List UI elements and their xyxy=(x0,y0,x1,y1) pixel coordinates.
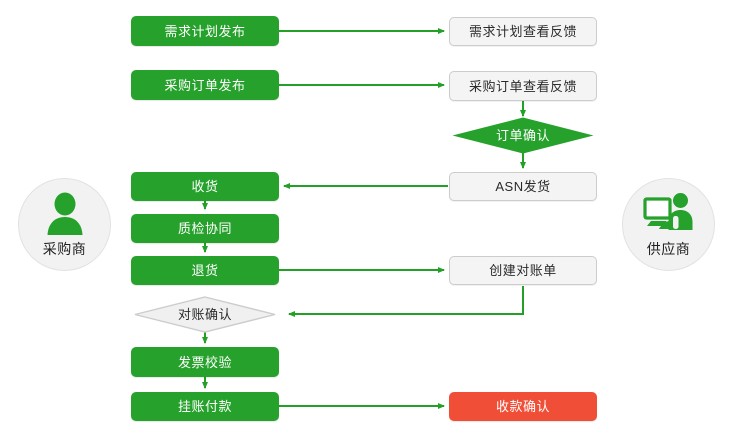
node-reconcile-confirm[interactable]: 对账确认 xyxy=(134,296,276,333)
actor-buyer-label: 采购商 xyxy=(42,241,87,257)
node-quality-collaboration[interactable]: 质检协同 xyxy=(131,214,279,243)
node-order-confirm-label: 订单确认 xyxy=(495,128,550,143)
actor-supplier[interactable]: 供应商 xyxy=(622,178,715,271)
node-payable-payment[interactable]: 挂账付款 xyxy=(131,392,279,421)
person-computer-icon xyxy=(642,193,692,230)
node-return-goods[interactable]: 退货 xyxy=(131,256,279,285)
actor-supplier-label: 供应商 xyxy=(646,241,691,257)
diamond-shape-green xyxy=(452,117,594,154)
node-asn-shipment[interactable]: ASN发货 xyxy=(449,172,597,201)
node-payment-receipt-confirm[interactable]: 收款确认 xyxy=(449,392,597,421)
node-reconcile-confirm-label: 对账确认 xyxy=(177,307,232,322)
node-invoice-verify[interactable]: 发票校验 xyxy=(131,347,279,377)
person-icon xyxy=(47,192,82,235)
node-receive-goods[interactable]: 收货 xyxy=(131,172,279,201)
node-demand-plan-publish[interactable]: 需求计划发布 xyxy=(131,16,279,46)
node-order-confirm[interactable]: 订单确认 xyxy=(452,117,594,154)
node-purchase-order-feedback[interactable]: 采购订单查看反馈 xyxy=(449,71,597,101)
node-demand-plan-feedback[interactable]: 需求计划查看反馈 xyxy=(449,17,597,46)
node-purchase-order-publish[interactable]: 采购订单发布 xyxy=(131,70,279,100)
node-create-statement[interactable]: 创建对账单 xyxy=(449,256,597,285)
actor-buyer[interactable]: 采购商 xyxy=(18,178,111,271)
diamond-shape-gray xyxy=(134,296,276,333)
connector-statement-to-reconcile xyxy=(288,286,524,317)
